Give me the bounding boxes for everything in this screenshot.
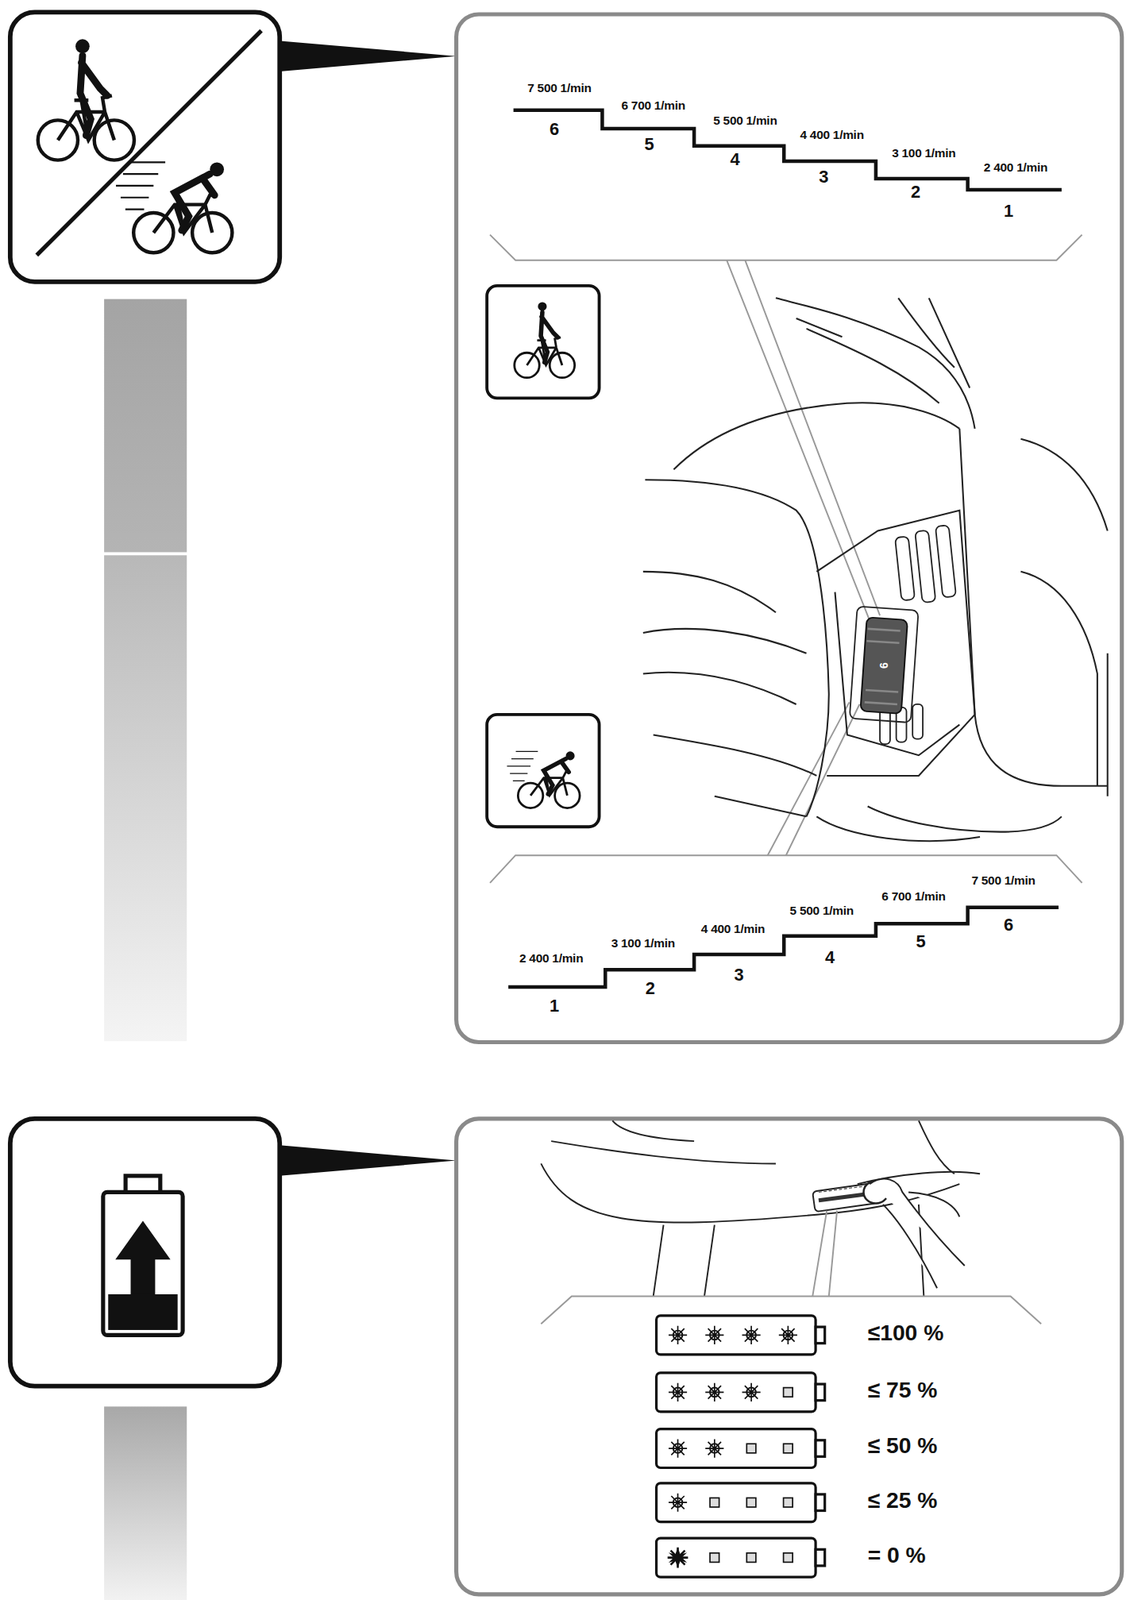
speed-label: 5 500 1/min xyxy=(713,114,777,128)
charge-percent: ≤ 25 % xyxy=(867,1488,938,1513)
speed-label: 3 100 1/min xyxy=(611,937,675,951)
charge-percent: ≤ 75 % xyxy=(867,1377,938,1403)
speed-label: 3 100 1/min xyxy=(891,146,956,161)
speed-step-number: 2 xyxy=(910,183,921,203)
battery-gauge xyxy=(656,1372,826,1412)
speed-label: 7 500 1/min xyxy=(971,875,1035,889)
speed-label: 2 400 1/min xyxy=(519,952,583,966)
speed-step-number: 6 xyxy=(549,120,560,140)
speed-label: 6 700 1/min xyxy=(881,890,945,904)
speed-label: 4 400 1/min xyxy=(799,128,864,143)
speed-step-number: 2 xyxy=(645,979,656,999)
speed-step-number: 6 xyxy=(1003,916,1014,936)
charge-percent: ≤100 % xyxy=(867,1320,945,1346)
speed-step-number: 1 xyxy=(549,997,560,1017)
charge-percent: = 0 % xyxy=(867,1543,926,1569)
charge-percent: ≤ 50 % xyxy=(867,1434,938,1459)
speed-step-number: 3 xyxy=(734,966,745,986)
speed-label: 6 700 1/min xyxy=(621,99,686,113)
battery-gauge xyxy=(656,1538,826,1578)
speed-step-number: 4 xyxy=(729,150,740,170)
speed-label: 4 400 1/min xyxy=(701,922,765,937)
speed-step-number: 4 xyxy=(825,948,835,969)
speed-label: 7 500 1/min xyxy=(527,81,591,96)
battery-gauge xyxy=(656,1483,826,1523)
battery-gauge xyxy=(656,1315,826,1355)
speed-step-number: 5 xyxy=(915,933,926,953)
speed-step-number: 3 xyxy=(818,168,829,188)
speed-step-number: 1 xyxy=(1003,202,1014,222)
dial-number: 6 xyxy=(877,662,891,669)
speed-step-number: 5 xyxy=(644,135,654,155)
speed-label: 5 500 1/min xyxy=(790,904,854,918)
speed-label: 2 400 1/min xyxy=(983,161,1048,175)
battery-gauge xyxy=(656,1429,826,1469)
